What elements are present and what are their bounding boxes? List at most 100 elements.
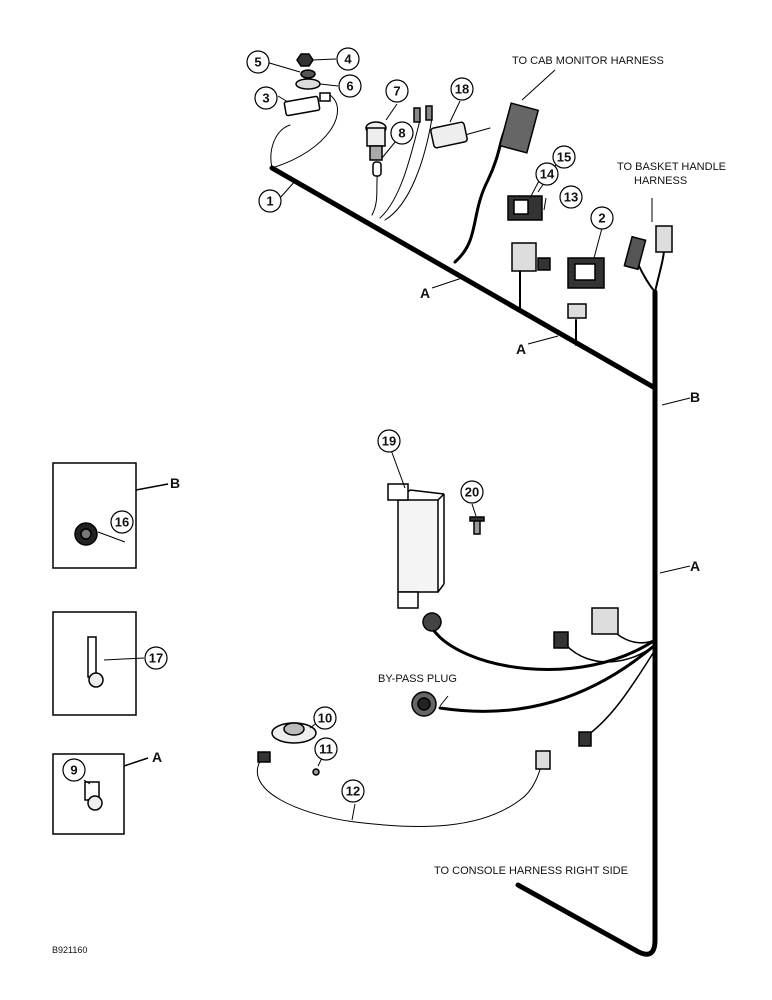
callout-text-2: 2: [598, 211, 605, 226]
flat-washer-icon: [295, 78, 321, 90]
lower-connector-icon: [591, 607, 619, 635]
callout-text-13: 13: [564, 190, 578, 205]
callout-9: [62, 758, 86, 782]
cab-monitor-connector-icon: [498, 102, 540, 154]
callout-text-5: 5: [254, 55, 261, 70]
components: [257, 53, 673, 776]
callout-text-20: 20: [465, 485, 479, 500]
callout-text-17: 17: [149, 651, 163, 666]
callout-16: [110, 510, 134, 534]
callout-text-8: 8: [398, 126, 405, 141]
wire-to-bypass-plug: [438, 643, 657, 713]
callout-text-6: 6: [346, 79, 353, 94]
bulb-icon: [372, 161, 382, 177]
inset-b: [52, 462, 137, 569]
callout-text-14: 14: [540, 167, 555, 182]
bypass-unit-icon: [397, 499, 439, 593]
callout-19: [377, 429, 401, 453]
harness-trunk: [515, 289, 658, 957]
letter-a-2: A: [516, 341, 526, 357]
switch-2-icon: [567, 257, 605, 289]
switch-connector-icon: [511, 242, 537, 272]
screw-icon: [473, 519, 481, 535]
lock-washer-icon: [300, 69, 316, 79]
callout-text-1: 1: [266, 194, 273, 209]
callout-12: [341, 779, 365, 803]
thin-wire-8: [379, 119, 421, 219]
callout-13: [559, 185, 583, 209]
callout-text-11: 11: [319, 742, 333, 757]
callout-15: [552, 145, 576, 169]
callout-5: [246, 50, 270, 74]
leader-lines: [83, 58, 691, 821]
callout-2: [590, 206, 614, 230]
wire-to-cab-monitor: [453, 128, 507, 264]
thin-wire-8b: [384, 117, 433, 221]
callout-text-19: 19: [382, 434, 396, 449]
letter-b-inset: B: [170, 475, 180, 491]
callout-circles: [62, 47, 614, 803]
callout-4: [336, 47, 360, 71]
label-to-console: TO CONSOLE HARNESS RIGHT SIDE: [434, 865, 628, 877]
harness-branch-upper: [269, 165, 658, 391]
callout-text-16: 16: [115, 515, 129, 530]
callout-text-4: 4: [344, 52, 352, 67]
callout-text-18: 18: [455, 82, 469, 97]
callout-text-10: 10: [318, 711, 332, 726]
thin-wire-3: [271, 94, 339, 169]
clip-17-icon: [87, 636, 97, 678]
callout-14: [535, 162, 559, 186]
nut-icon: [296, 53, 314, 67]
connector-a-icon: [567, 303, 587, 319]
lower-connector-3-icon: [578, 731, 592, 747]
callout-18: [450, 77, 474, 101]
drawing-code: B921160: [52, 945, 87, 955]
label-to-cab-monitor: TO CAB MONITOR HARNESS: [512, 55, 664, 67]
letter-a-1: A: [420, 285, 430, 301]
callout-10: [313, 706, 337, 730]
label-bypass-plug: BY-PASS PLUG: [378, 673, 457, 685]
callout-text-15: 15: [557, 150, 571, 165]
screw-11-icon: [312, 768, 320, 776]
fuse-holder-icon: [283, 95, 321, 117]
label-to-basket-handle-1: TO BASKET HANDLE: [617, 161, 726, 173]
text-labels: TO CAB MONITOR HARNESS TO BASKET HANDLE …: [52, 55, 726, 955]
terminal-12a-icon: [257, 751, 271, 763]
basket-handle-connector-1: [623, 235, 647, 271]
letter-a-3: A: [690, 558, 700, 574]
inset-boxes: [52, 462, 169, 835]
callout-numbers: 1 2 3 4 5 6 7 8 9 10 11 12 13 14 15 16 1…: [70, 52, 605, 799]
callout-8: [390, 121, 414, 145]
thin-wire-18: [464, 127, 491, 136]
letter-b-main: B: [690, 389, 700, 405]
callout-11: [314, 737, 338, 761]
letter-a-inset: A: [152, 749, 162, 765]
callout-7: [385, 79, 409, 103]
label-to-basket-handle-2: HARNESS: [634, 175, 687, 187]
lower-connector-2-icon: [553, 631, 569, 649]
callout-text-3: 3: [262, 91, 269, 106]
callout-17: [144, 646, 168, 670]
wire-to-connector-lower-3: [584, 649, 656, 738]
callout-text-9: 9: [70, 763, 77, 778]
terminal-12b-icon: [535, 750, 551, 770]
callout-1: [258, 189, 282, 213]
callout-3: [254, 86, 278, 110]
callout-6: [338, 74, 362, 98]
thin-wire-1: [270, 124, 291, 169]
callout-20: [460, 480, 484, 504]
wire-to-connector-lower-2: [565, 644, 656, 663]
inset-17: [52, 611, 137, 716]
main-harness: [256, 94, 666, 957]
thin-wire-12: [256, 757, 544, 828]
inset-a: [52, 753, 125, 835]
callout-text-12: 12: [346, 784, 360, 799]
section-letters: A A B A B A: [152, 285, 700, 765]
basket-handle-connector-2: [655, 225, 673, 253]
resistor-module-icon: [430, 121, 468, 149]
wire-to-by-pass-unit: [430, 626, 657, 672]
bypass-socket-icon: [422, 612, 442, 632]
callout-text-7: 7: [393, 84, 400, 99]
